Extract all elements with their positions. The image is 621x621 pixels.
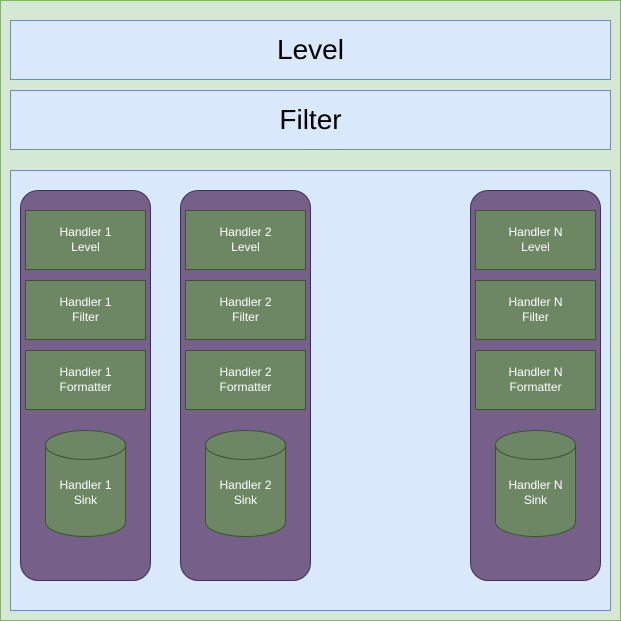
- handler-2-sink-label: Handler 2 Sink: [219, 478, 272, 507]
- handler-2-column: Handler 2 Level Handler 2 Filter Handler…: [180, 190, 311, 581]
- handler-2-formatter: Handler 2 Formatter: [185, 350, 306, 410]
- handler-1-column: Handler 1 Level Handler 1 Filter Handler…: [20, 190, 151, 581]
- handler-n-column: Handler N Level Handler N Filter Handler…: [470, 190, 601, 581]
- handler-1-sink-label: Handler 1 Sink: [59, 478, 112, 507]
- handler-1-level: Handler 1 Level: [25, 210, 146, 270]
- database-cylinder-icon: [45, 430, 126, 537]
- logger-level-bar: Level: [10, 20, 611, 80]
- logger-level-label: Level: [277, 34, 344, 65]
- handler-2-filter: Handler 2 Filter: [185, 280, 306, 340]
- handler-n-formatter: Handler N Formatter: [475, 350, 596, 410]
- database-cylinder-icon: [205, 430, 286, 537]
- database-cylinder-icon: [495, 430, 576, 537]
- logger-filter-bar: Filter: [10, 90, 611, 150]
- handler-n-level: Handler N Level: [475, 210, 596, 270]
- handler-1-sink: Handler 1 Sink: [45, 430, 126, 537]
- logger-filter-label: Filter: [279, 104, 342, 135]
- handler-1-formatter: Handler 1 Formatter: [25, 350, 146, 410]
- handler-n-sink: Handler N Sink: [495, 430, 576, 537]
- handler-1-filter: Handler 1 Filter: [25, 280, 146, 340]
- handler-2-sink: Handler 2 Sink: [205, 430, 286, 537]
- handler-2-level: Handler 2 Level: [185, 210, 306, 270]
- handler-n-sink-label: Handler N Sink: [508, 478, 563, 507]
- handler-n-filter: Handler N Filter: [475, 280, 596, 340]
